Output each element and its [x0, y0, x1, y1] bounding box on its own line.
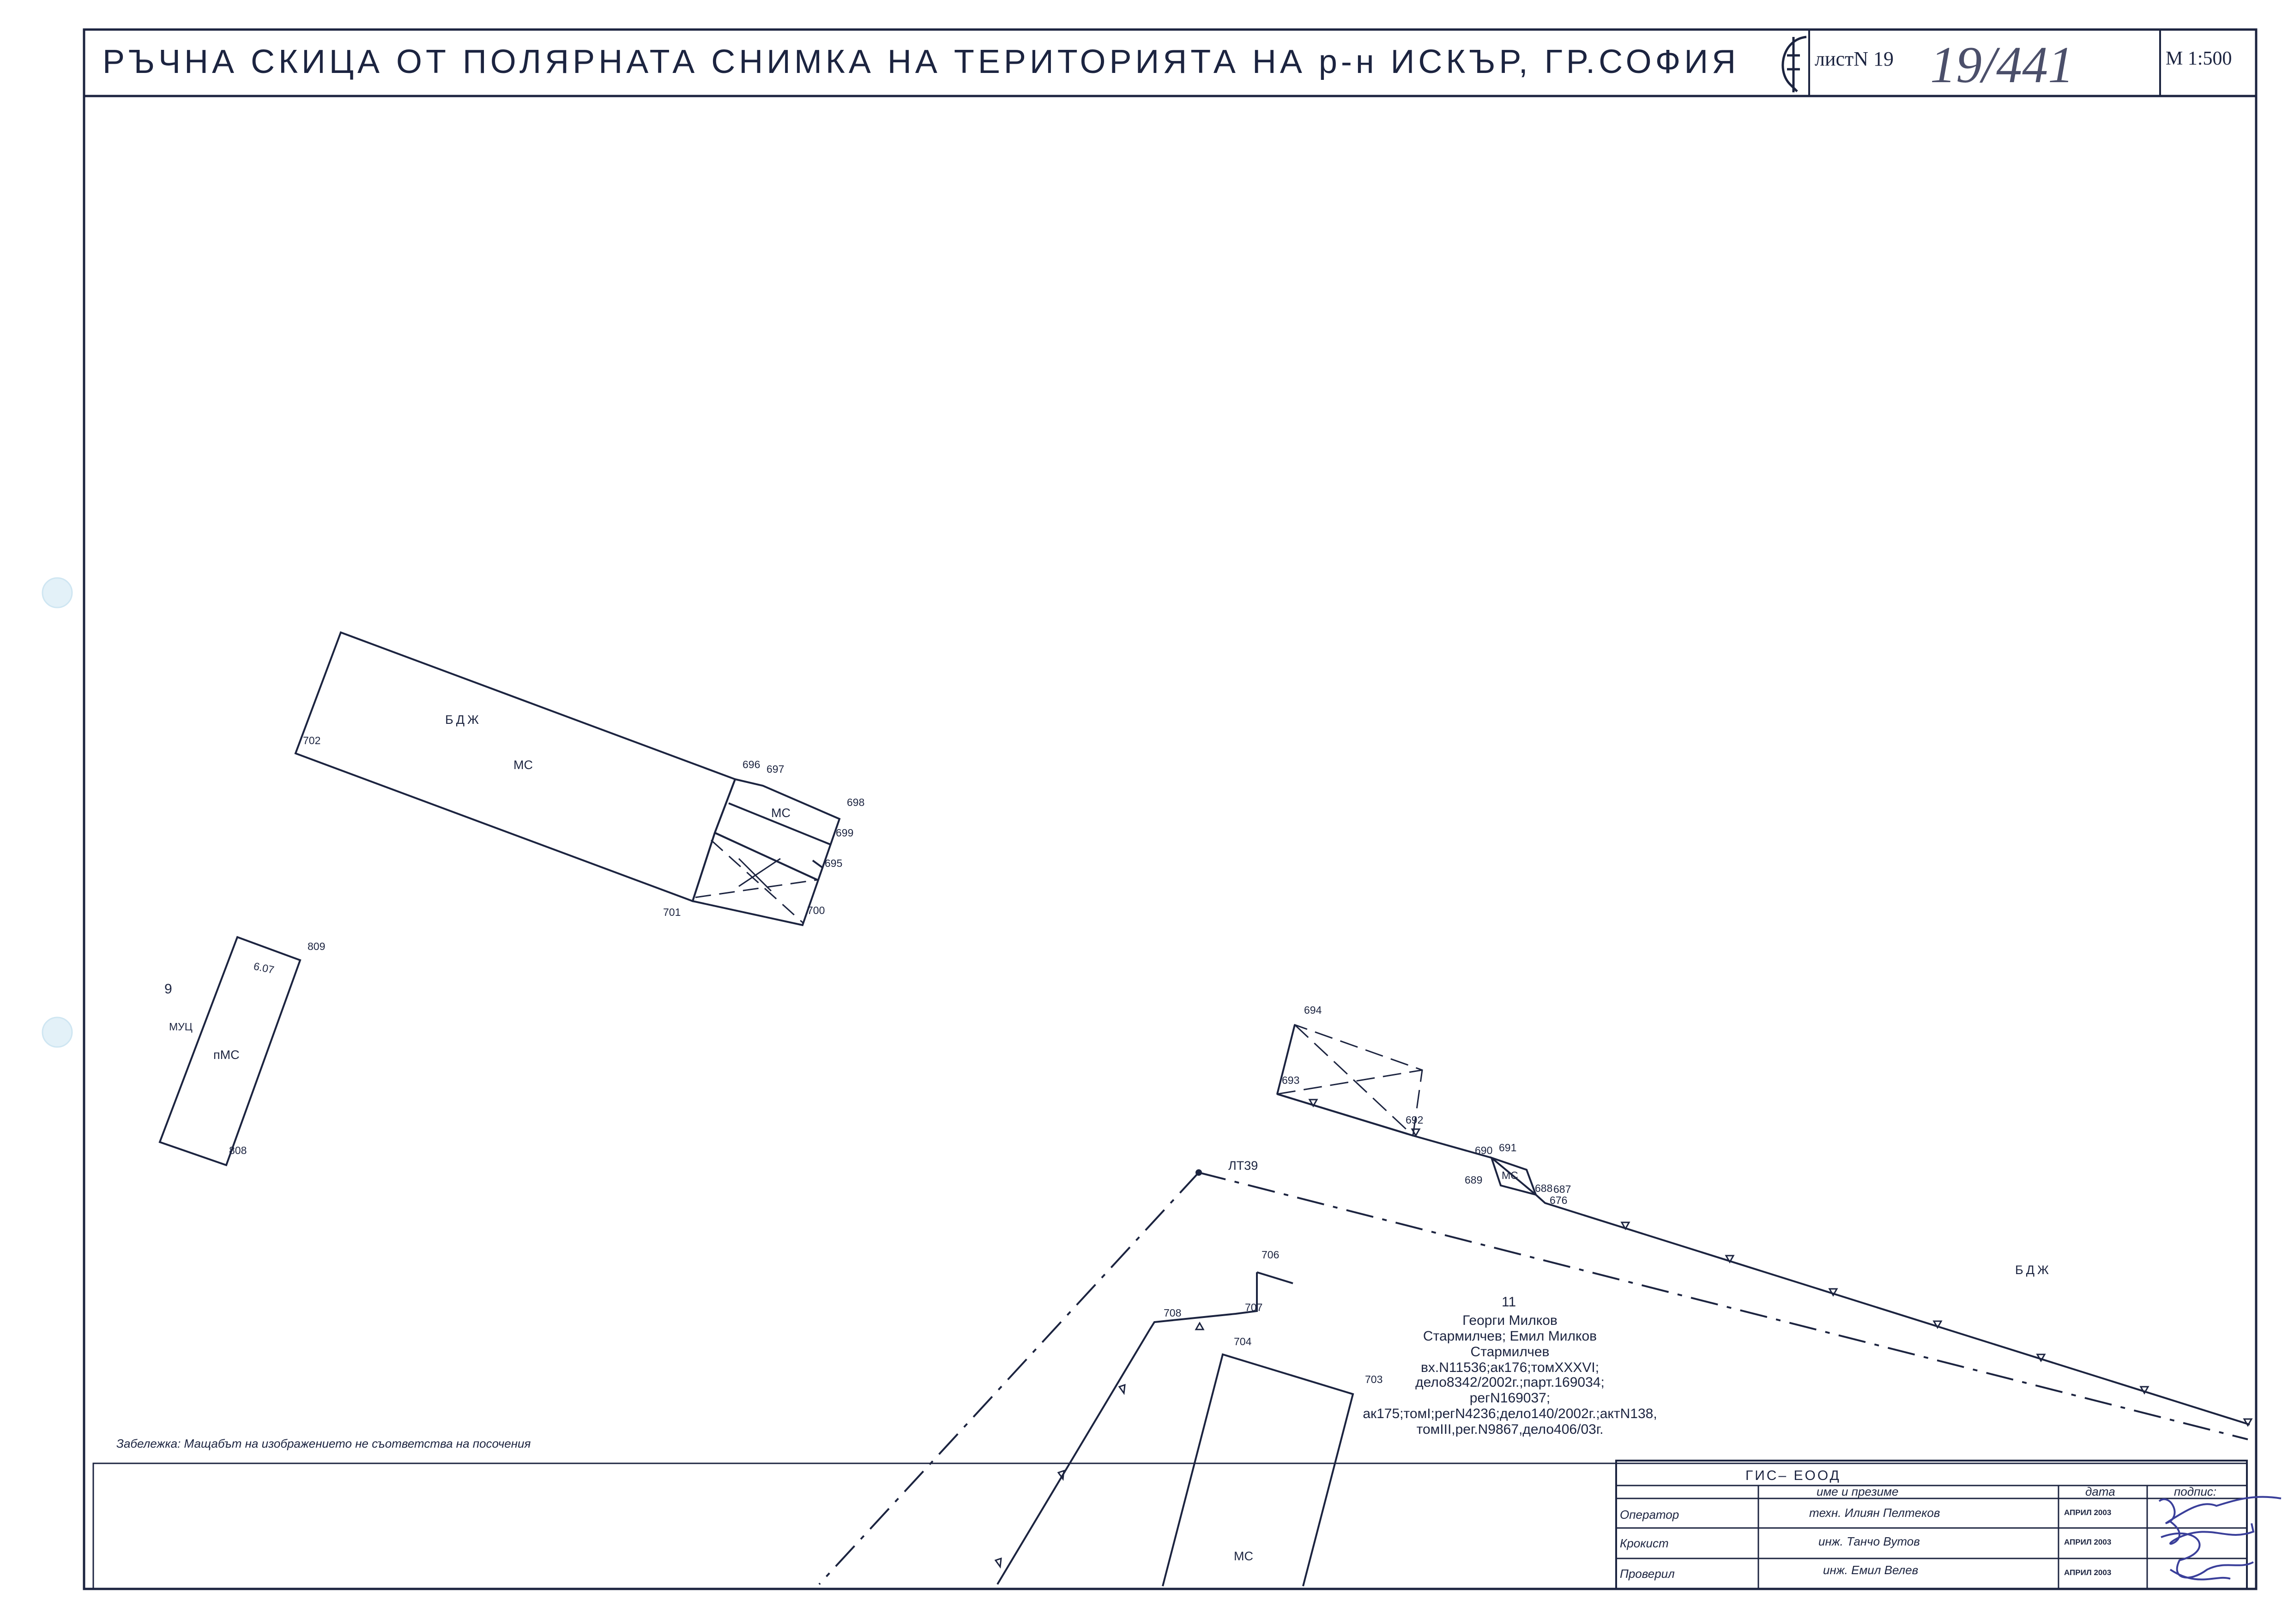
parcel-number-9: 9 — [164, 981, 172, 997]
annex-split-line — [728, 802, 832, 846]
point-702: 702 — [303, 734, 320, 746]
company-logo-icon — [1781, 36, 1807, 92]
landuse-muc: МУЦ — [169, 1021, 193, 1033]
landuse-bdzh-top: БДЖ — [445, 713, 482, 727]
landuse-ms-bottom: МС — [1234, 1549, 1253, 1563]
point-809: 809 — [308, 940, 325, 952]
lower-boundary-line — [996, 1272, 1258, 1585]
column-date-header: дата — [2085, 1485, 2115, 1498]
survey-point-lt39 — [1195, 1169, 1202, 1176]
point-687: 687 — [1553, 1183, 1571, 1195]
point-703: 703 — [1365, 1373, 1382, 1385]
annex-cross — [738, 858, 781, 887]
column-names-header: име и презиме — [1817, 1485, 1898, 1498]
hatch-diagonal-1 — [1294, 1024, 1414, 1137]
landuse-ms-large: МС — [513, 758, 533, 772]
point-696: 696 — [743, 758, 760, 770]
point-691: 691 — [1499, 1142, 1516, 1154]
point-693: 693 — [1282, 1074, 1299, 1086]
building-hatched-694 — [1276, 1024, 1423, 1137]
sheet-number-handwritten: 19/441 — [1930, 36, 2074, 94]
building-pms — [158, 936, 302, 1167]
owner-line-8: томIII,рег.N9867,дело406/03г. — [1417, 1422, 1604, 1437]
hatch-diagonal-2 — [1277, 1069, 1423, 1095]
point-695-tick — [812, 860, 824, 869]
point-690: 690 — [1475, 1144, 1492, 1156]
point-699: 699 — [836, 827, 853, 839]
date-krokist: АПРИЛ 2003 — [2064, 1538, 2111, 1546]
point-689: 689 — [1465, 1174, 1482, 1186]
name-checked: инж. Емил Велев — [1823, 1563, 1918, 1577]
parcel-number-11: 11 — [1502, 1294, 1516, 1310]
title-block-table — [1615, 1460, 2248, 1590]
point-695: 695 — [825, 857, 842, 869]
company-name: ГИС– ЕООД — [1745, 1468, 1841, 1483]
point-694: 694 — [1304, 1004, 1322, 1016]
owner-line-6: регN169037; — [1470, 1390, 1550, 1406]
column-sign-header: подпис: — [2174, 1485, 2216, 1498]
name-operator: техн. Илиян Пелтеков — [1809, 1506, 1940, 1520]
signature-scribbles — [2158, 1496, 2282, 1581]
point-700: 700 — [807, 904, 825, 916]
punch-hole-bottom — [42, 1017, 73, 1048]
landuse-bdzh-right: БДЖ — [2015, 1263, 2052, 1277]
owner-info-block: Георги Милков Стармилчев; Емил Милков Ст… — [1363, 1313, 1657, 1437]
point-numbers: 702 696 697 698 699 695 700 701 809 808 … — [229, 734, 1571, 1385]
landuse-ms-annex: МС — [771, 806, 791, 820]
owner-line-7: ак175;томI;регN4236;дело140/2002г.;актN1… — [1363, 1406, 1657, 1421]
point-697: 697 — [767, 763, 784, 775]
role-operator: Оператор — [1620, 1508, 1679, 1522]
owner-line-4: вх.N11536;ак176;томXXXVI; — [1421, 1360, 1599, 1375]
dash-dot-line-left — [818, 1172, 1200, 1585]
sheet-number-label: листN 19 — [1815, 48, 1894, 70]
building-ms-bottom — [1162, 1353, 1354, 1587]
point-692: 692 — [1406, 1114, 1423, 1126]
point-704: 704 — [1234, 1335, 1252, 1347]
point-698: 698 — [847, 796, 864, 808]
date-operator: АПРИЛ 2003 — [2064, 1508, 2111, 1517]
role-checked: Проверил — [1620, 1567, 1675, 1581]
owner-line-5: дело8342/2002г.;парт.169034; — [1415, 1375, 1605, 1390]
owner-line-2: Стармилчев; Емил Милков — [1423, 1329, 1597, 1344]
sheet-frame — [83, 28, 2258, 1590]
lower-boundary-markers — [994, 1321, 1205, 1569]
point-808: 808 — [229, 1144, 247, 1156]
point-706: 706 — [1262, 1249, 1279, 1261]
boundary-markers — [1308, 1099, 2253, 1427]
annex-diagonal-1 — [710, 839, 804, 924]
date-checked: АПРИЛ 2003 — [2064, 1568, 2111, 1577]
name-krokist: инж. Танчо Вутов — [1818, 1534, 1920, 1548]
point-701: 701 — [663, 906, 681, 918]
point-707: 707 — [1245, 1301, 1262, 1313]
landuse-pms: пМС — [213, 1048, 240, 1062]
sheet-title: РЪЧНА СКИЦА ОТ ПОЛЯРНАТА СНИМКА НА ТЕРИТ… — [103, 43, 1739, 80]
annex-diagonal-2 — [695, 879, 818, 898]
owner-line-1: Георги Милков — [1462, 1313, 1558, 1328]
point-lt39: ЛТ39 — [1228, 1159, 1258, 1173]
point-676: 676 — [1550, 1194, 1567, 1206]
point-708: 708 — [1164, 1307, 1181, 1319]
scale-label: М 1:500 — [2166, 48, 2232, 69]
scale-note: Забележка: Мащабът на изображението не с… — [116, 1437, 531, 1450]
role-krokist: Крокист — [1620, 1536, 1669, 1550]
measurement-607: 6.07 — [253, 960, 275, 976]
bottom-frame — [92, 1462, 2248, 1590]
punch-hole-top — [42, 577, 73, 608]
owner-line-3: Стармилчев — [1471, 1344, 1550, 1359]
dash-dot-line-right — [1198, 1172, 2248, 1440]
parcel-boundary-line — [1277, 1093, 2250, 1426]
point-688: 688 — [1535, 1182, 1552, 1194]
landuse-ms-691: МС — [1502, 1169, 1518, 1181]
building-annex — [691, 778, 841, 926]
